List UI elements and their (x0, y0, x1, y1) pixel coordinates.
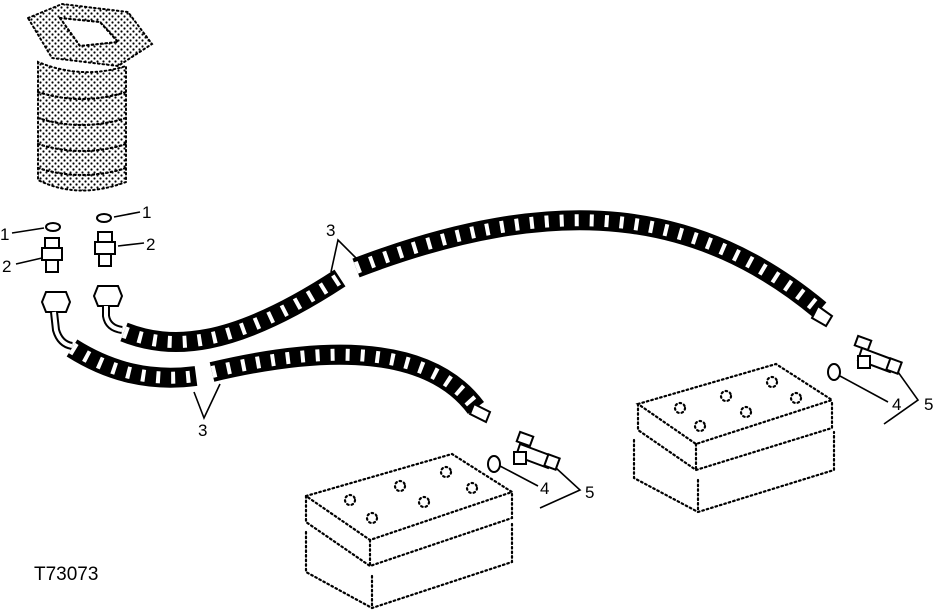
callout-3-upper: 3 (326, 221, 335, 240)
hose-lower (40, 291, 492, 424)
tee-fitting-left (513, 430, 561, 471)
callout-2-right: 2 (146, 235, 155, 254)
callout-4-right: 4 (892, 395, 901, 414)
figure-id: T73073 (34, 564, 98, 585)
callout-3-lower: 3 (198, 421, 207, 440)
o-ring-4-right (827, 363, 841, 381)
callout-1-right: 1 (142, 203, 151, 222)
adapter-fitting-right (94, 231, 116, 267)
hose-upper (92, 210, 834, 352)
callout-1-left: 1 (0, 225, 9, 244)
tee-fitting-right (853, 334, 903, 375)
callout-2-left: 2 (2, 257, 11, 276)
swivel-unit (26, 2, 154, 192)
o-ring-4-left (487, 455, 501, 473)
valve-block-left (303, 452, 515, 610)
leader-lines (11, 211, 920, 509)
o-ring-left (45, 222, 61, 232)
o-ring-right (96, 213, 112, 223)
callout-4-left: 4 (540, 479, 549, 498)
callout-5-right: 5 (924, 395, 933, 414)
valve-block-right (632, 362, 836, 514)
callout-5-left: 5 (585, 483, 594, 502)
adapter-fitting-left (41, 237, 63, 273)
